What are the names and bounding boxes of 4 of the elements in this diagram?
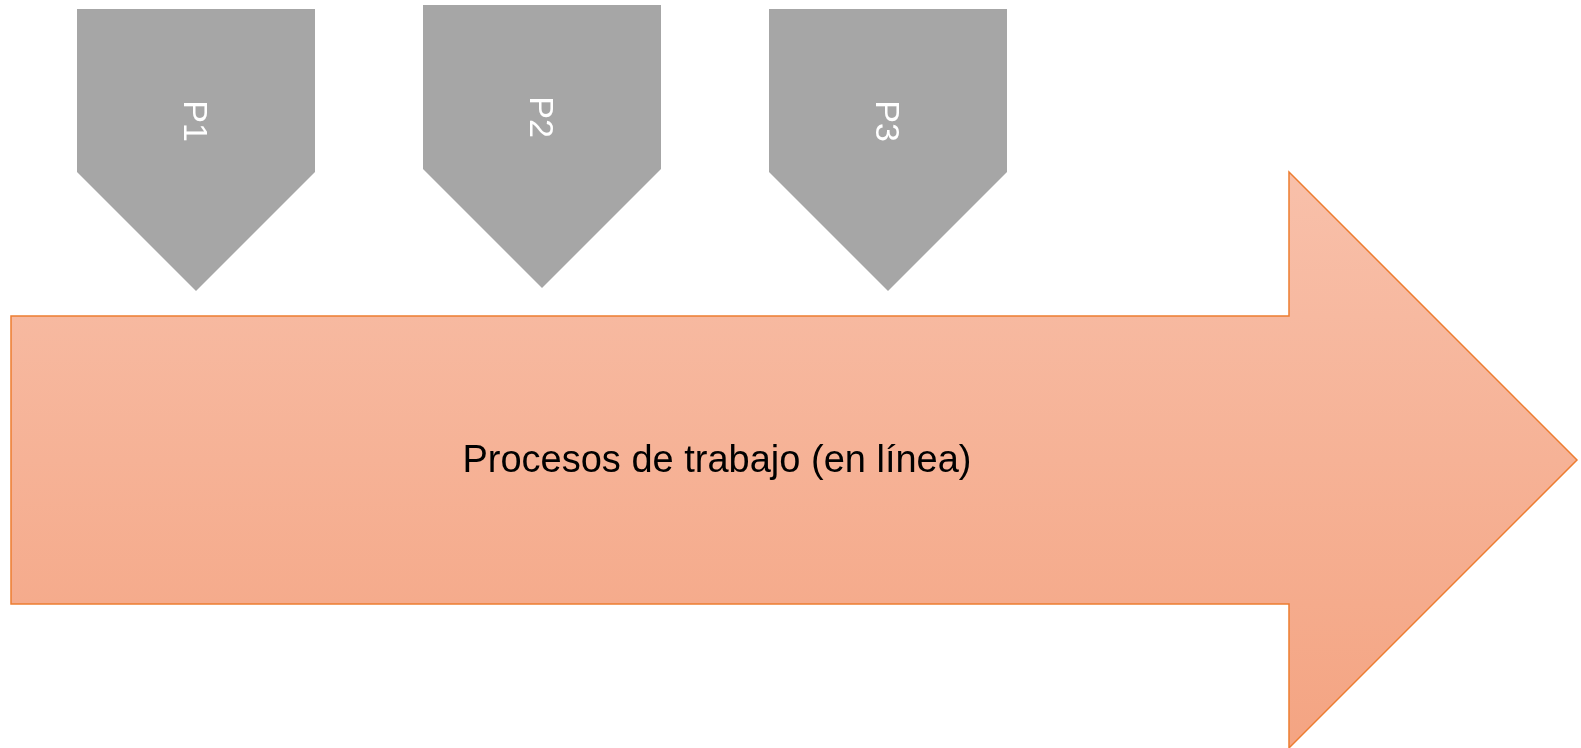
chevron-label: P2 xyxy=(525,96,559,138)
chevron-label: P1 xyxy=(179,100,213,142)
chevron-label: P3 xyxy=(871,100,905,142)
arrow-label: Procesos de trabajo (en línea) xyxy=(462,439,972,481)
